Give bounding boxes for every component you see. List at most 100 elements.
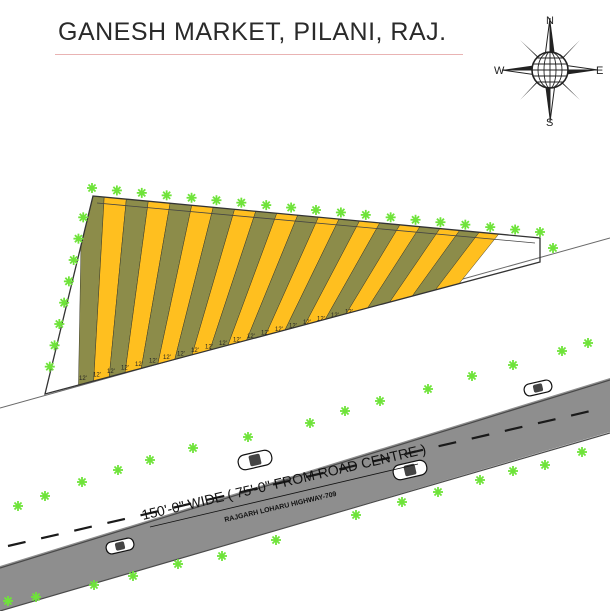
tree-icon [583,338,593,348]
tree-icon [375,396,385,406]
page-title: GANESH MARKET, PILANI, RAJ. [58,18,447,46]
car-icon [523,379,553,397]
tree-icon [68,255,79,265]
tree-icon [510,224,521,235]
tree-icon [40,491,50,501]
plot-3 [105,196,151,394]
compass-south: S [546,117,553,129]
compass-east: E [596,65,603,77]
plot-6 [147,196,218,394]
tree-icon [186,192,197,203]
tree-icon [305,418,315,428]
tree-icon [261,200,272,211]
tree-icon [188,443,198,453]
tree-icon [271,535,281,545]
tree-icon [211,195,222,206]
tree-icon [311,205,321,215]
highway-road [0,378,610,611]
plot-width-label: 12' [247,334,255,340]
tree-icon [217,551,227,561]
tree-icon [173,559,183,569]
title-underline [55,54,463,55]
tree-icon [435,217,446,228]
tree-icon [3,596,13,606]
tree-icon [475,475,485,485]
plot-width-label: 12' [205,345,213,351]
car-icon [237,449,273,471]
tree-icon [557,346,567,356]
tree-icon [340,406,350,416]
site-boundary [44,195,541,395]
tree-icon [360,209,371,220]
plot-4 [119,196,173,394]
plot-width-label: 12' [79,376,87,382]
tree-icon [286,202,297,213]
tree-icon [136,187,147,198]
compass-rose: N S E W [494,15,603,129]
tree-icon [485,222,496,233]
tree-icon [508,360,518,370]
tree-icon [111,185,122,196]
tree-icon [128,571,138,581]
tree-icon [410,214,421,225]
compass-west: W [494,65,505,77]
tree-icon [161,190,172,201]
plot-width-label: 12' [303,320,311,326]
trees-layer [3,183,593,606]
plot-width-label: 12' [261,331,269,337]
plot-width-label: 12' [289,324,297,330]
plot-width-label: 12' [121,366,129,372]
plot-7 [161,196,241,394]
tree-icon [508,466,518,476]
tree-icon [540,460,550,470]
tree-icon [351,510,361,520]
plot-width-label: 12' [331,313,339,319]
car-icon [105,537,135,555]
plot-width-label: 12' [149,359,157,365]
tree-icon [13,501,23,511]
cars-layer [105,379,553,555]
tree-icon [77,477,87,487]
internal-road-edge [96,202,536,244]
tree-icon [113,465,123,475]
plot-width-label: 12' [107,369,115,375]
compass-north: N [546,15,554,27]
plot-5 [133,196,196,394]
plot-width-label: 12' [163,355,171,361]
plot-width-label: 12' [275,327,283,333]
tree-icon [467,371,477,381]
tree-icon [78,212,89,223]
plot-2 [91,196,128,394]
tree-icon [54,319,65,329]
tree-icon [548,243,558,253]
tree-icon [335,207,346,218]
tree-icon [423,384,433,394]
tree-icon [460,219,471,230]
tree-icon [397,497,407,507]
plot-width-label: 12' [233,338,241,344]
tree-icon [49,340,60,351]
tree-icon [59,297,70,308]
tree-icon [535,227,545,237]
tree-icon [385,212,396,223]
plot-width-label: 12' [219,341,227,347]
tree-icon [87,183,97,193]
tree-icon [236,197,247,208]
plot-width-label: 12' [135,362,143,368]
plot-width-label: 12' [177,352,185,358]
plot-1 [77,196,105,394]
car-icon [392,459,428,481]
tree-icon [243,432,253,442]
tree-icon [63,276,74,287]
tree-icon [73,233,84,244]
tree-icon [145,455,155,465]
road-surface [0,378,610,611]
plots-layer: 12' 12' 12' 12' 12' 12' 12' 12' 12' 12' 12' 12' 12' 1… [77,196,535,394]
plot-width-label: 12' [317,317,325,323]
tree-icon [31,592,41,602]
plot-width-label: 12' [93,373,101,379]
tree-icon [577,447,587,457]
plot-width-label: 12' [191,348,199,354]
